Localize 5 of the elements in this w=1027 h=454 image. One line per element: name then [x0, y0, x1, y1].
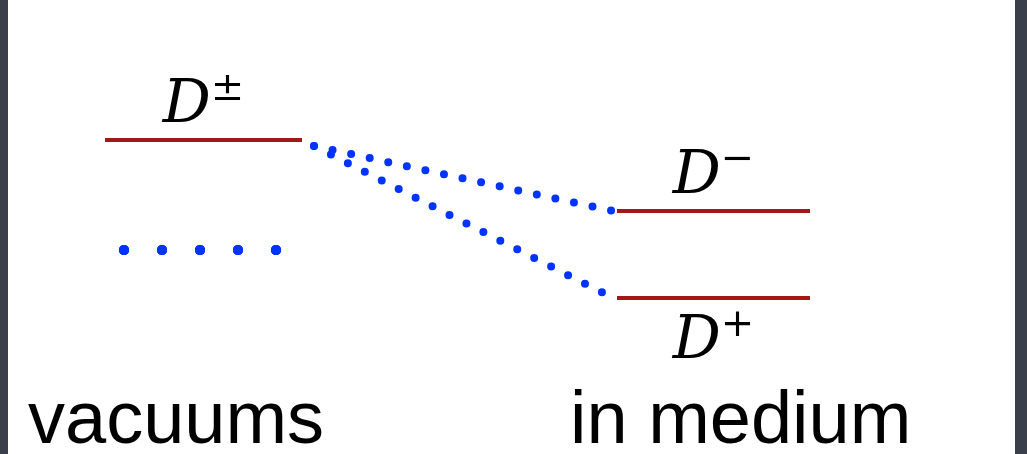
caption-text: in medium [570, 378, 912, 454]
level-label: D$^{+}$ [672, 300, 755, 374]
level-label: D$^{−}$ [672, 135, 755, 209]
level-label: D$^{±}$ [162, 64, 245, 138]
caption-text: vacuums [28, 378, 325, 454]
